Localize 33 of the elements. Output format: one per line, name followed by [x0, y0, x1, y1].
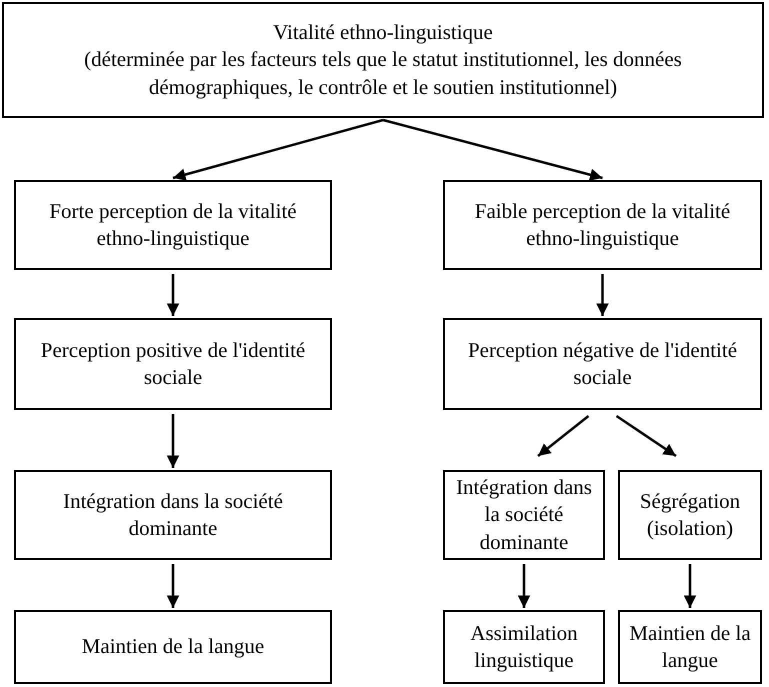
- arrow: [616, 414, 677, 458]
- process-box: [443, 318, 762, 410]
- box-text: Ségrégation (isolation): [638, 488, 742, 542]
- process-box: [14, 610, 332, 684]
- arrow: [172, 118, 384, 181]
- arrow: [166, 274, 180, 316]
- process-box: [618, 610, 762, 684]
- box-text: Maintien de la langue: [82, 633, 264, 660]
- box-text: Faible perception de la vitalité ethno-linguistique: [474, 198, 732, 252]
- box-text: Perception négative de l'identité sociale: [466, 336, 738, 391]
- process-box: [443, 610, 605, 684]
- process-box: [14, 180, 332, 270]
- process-box: [14, 470, 332, 560]
- box-text: Intégration dans la société dominante: [455, 474, 593, 556]
- arrow: [684, 564, 696, 608]
- arrow: [166, 414, 180, 468]
- arrow: [537, 415, 590, 457]
- box-heading: Vitalité ethno-linguistique: [273, 19, 493, 46]
- arrow: [518, 564, 530, 608]
- box-text: Perception positive de l'identité sociale: [40, 336, 306, 391]
- arrow: [596, 274, 609, 316]
- box-text: Forte perception de la vitalité ethno-linguistique: [48, 198, 298, 252]
- process-box: [443, 470, 605, 560]
- box-text: (déterminée par les facteurs tels que le statut institutionnel, les données démographiques, le contrôle et le soutien institutionnel): [83, 46, 683, 101]
- process-box: [618, 470, 762, 560]
- arrow: [382, 118, 603, 181]
- process-box: [14, 318, 332, 410]
- process-box: [443, 180, 762, 270]
- box-text: Intégration dans la société dominante: [62, 488, 284, 542]
- box-text: Assimilation linguistique: [469, 620, 579, 674]
- process-box: [2, 2, 764, 118]
- box-text: Maintien de la langue: [628, 620, 752, 674]
- arrow: [166, 564, 180, 608]
